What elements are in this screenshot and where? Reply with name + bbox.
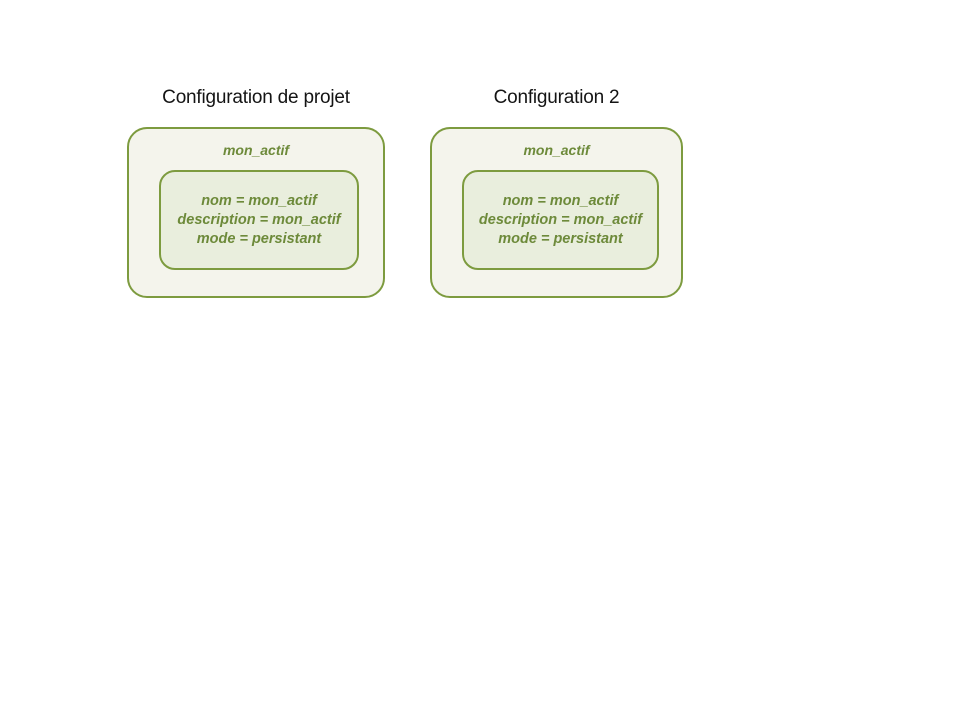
config-outer-box-2[interactable]: mon_actif nom = mon_actif description = … (430, 127, 683, 298)
config-outer-box-1[interactable]: mon_actif nom = mon_actif description = … (127, 127, 385, 298)
config-group-1: Configuration de projet mon_actif nom = … (127, 86, 385, 298)
config-title-2: Configuration 2 (493, 87, 620, 108)
attribute-description-2: description = mon_actif (478, 211, 643, 228)
attribute-mode-2: mode = persistant (498, 230, 623, 247)
config-title-1: Configuration de projet (162, 87, 350, 108)
attribute-nom-1: nom = mon_actif (201, 192, 317, 209)
attribute-nom-2: nom = mon_actif (502, 192, 619, 209)
config-group-2: Configuration 2 mon_actif nom = mon_acti… (430, 86, 683, 298)
config-inner-box-1[interactable]: nom = mon_actif description = mon_actif … (159, 170, 359, 270)
config-outer-label-2: mon_actif (523, 142, 590, 158)
attribute-description-1: description = mon_actif (177, 211, 341, 228)
attribute-mode-1: mode = persistant (196, 230, 322, 247)
config-inner-box-2[interactable]: nom = mon_actif description = mon_actif … (462, 170, 659, 270)
config-outer-label-1: mon_actif (222, 142, 290, 158)
